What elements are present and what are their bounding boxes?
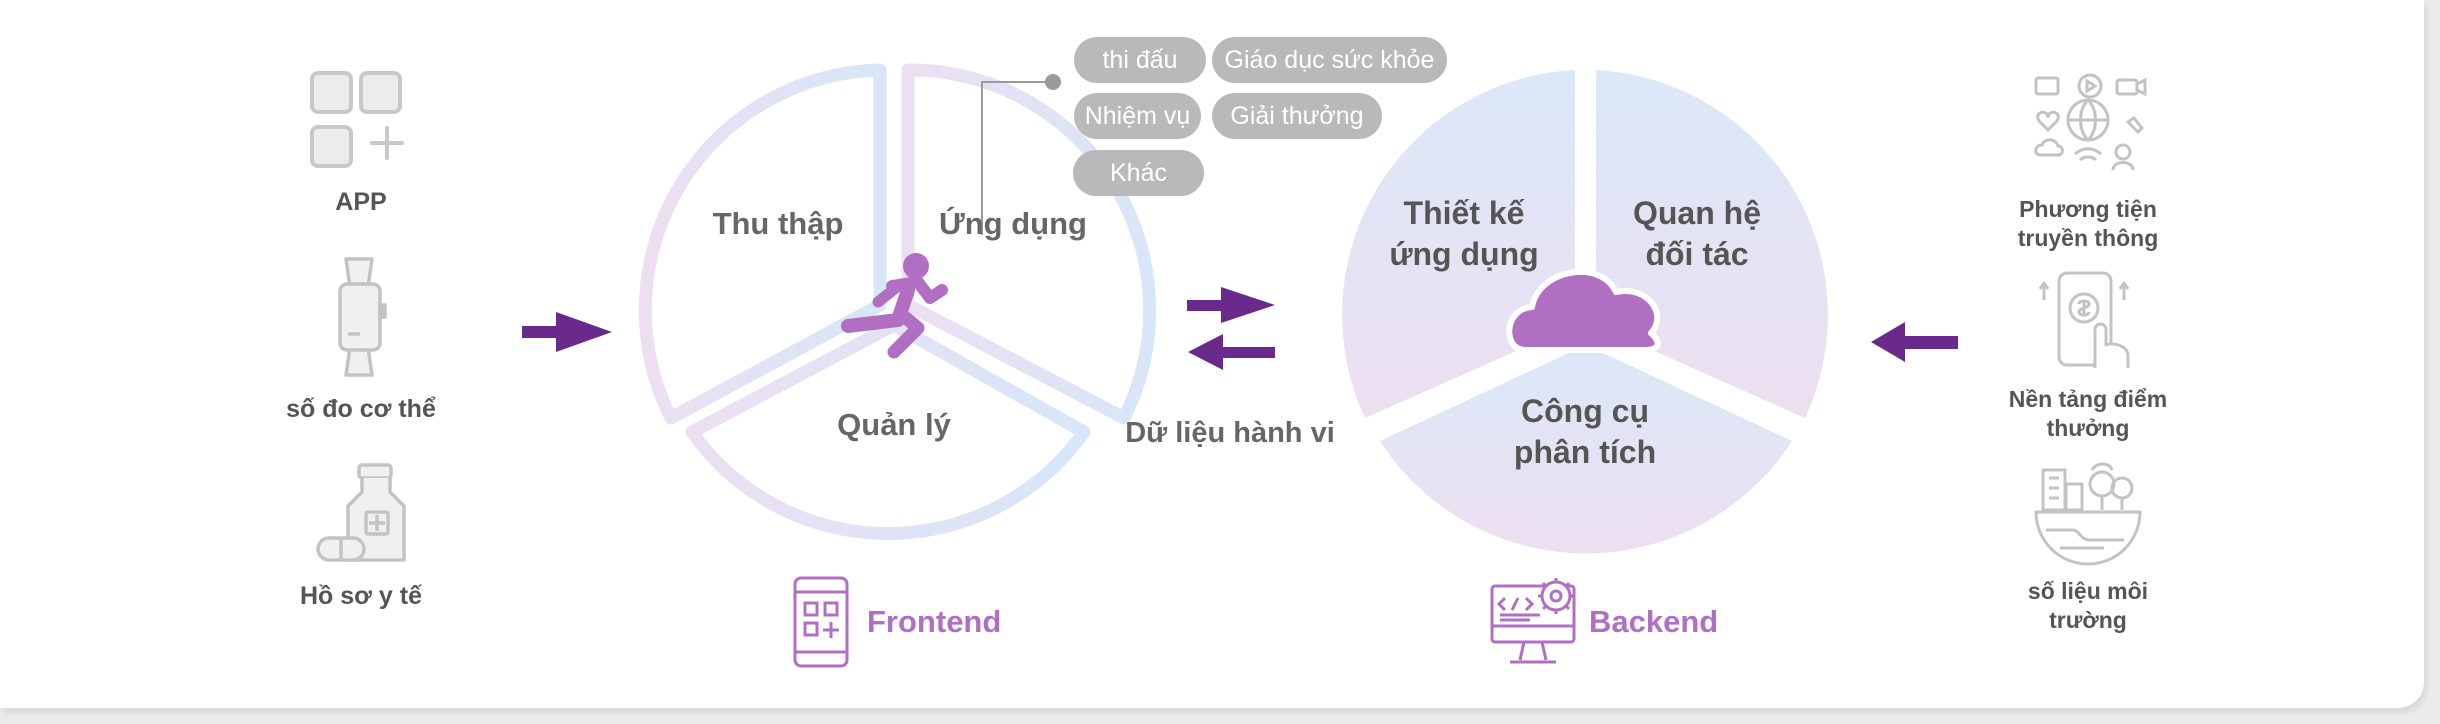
social-media-icon: [2034, 73, 2147, 171]
source-label-app: APP: [335, 188, 387, 216]
external-label-environment: số liệu môi trường: [2027, 578, 2149, 634]
reward-platform-icon: [2038, 271, 2130, 368]
external-label-media: Phương tiện truyền thông: [2017, 196, 2159, 252]
external-input-arrow: [1871, 322, 1958, 362]
frontend-segment-manage-shape: [685, 318, 1091, 540]
cloud-icon: [1506, 268, 1661, 353]
behavior-data-label: Dữ liệu hành vi: [1125, 417, 1335, 449]
frontend-segment-manage-label: Quản lý: [837, 407, 951, 442]
qr-phone-icon: [793, 576, 849, 668]
code-monitor-gear-icon: [1490, 578, 1576, 664]
backend-segment-analytics-shape: [1380, 345, 1792, 554]
source-label-body-measurements: số đo cơ thể: [286, 395, 436, 423]
diagram-canvas: [310, 63, 2147, 668]
frontend-segment-apply-label: Ứng dụng: [939, 206, 1087, 241]
exchange-arrows: [1187, 287, 1275, 370]
input-arrow-right: [522, 312, 612, 352]
external-label-reward-platform: Nền tảng điểm thưởng: [2008, 386, 2168, 442]
app-pill-other: Khác: [1073, 150, 1204, 196]
backend-label: Backend: [1589, 604, 1719, 639]
apply-connector-line: [981, 74, 1061, 235]
running-person-icon: [841, 253, 948, 359]
frontend-segment-collect-shape: [638, 63, 887, 425]
app-pill-health-education: Giáo dục sức khỏe: [1212, 37, 1447, 83]
environment-data-icon: [2034, 462, 2142, 566]
source-label-medical-records: Hồ sơ y tế: [300, 582, 422, 610]
app-grid-icon: [310, 71, 404, 168]
frontend-label: Frontend: [867, 604, 1002, 639]
backend-segment-design-label: Thiết kế ứng dụng: [1389, 195, 1539, 272]
medicine-bottle-icon: [316, 463, 406, 562]
frontend-segment-collect-label: Thu thập: [712, 206, 844, 241]
backend-segment-analytics-label: Công cụ phân tích: [1513, 393, 1657, 470]
smartwatch-icon: [338, 257, 387, 377]
backend-segment-partner-label: Quan hệ đối tác: [1632, 195, 1761, 272]
app-pill-rewards: Giải thưởng: [1212, 93, 1382, 139]
app-pill-missions: Nhiệm vụ: [1074, 93, 1201, 139]
app-pill-competition: thi đấu: [1074, 37, 1206, 83]
diagram-card: APP số đo cơ thể Hồ sơ y tế Thu thập Ứng…: [0, 0, 2424, 708]
